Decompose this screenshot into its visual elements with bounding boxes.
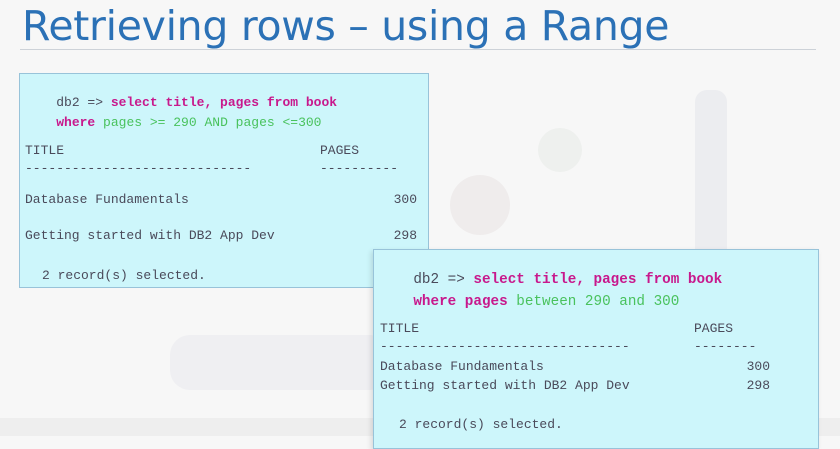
column-header-title: TITLE [380,321,420,336]
sql-where-condition: between 290 and 300 [516,294,680,311]
db2-terminal-between: db2 => select title, pages from book whe… [373,249,819,449]
result-row-title: Getting started with DB2 App Dev [380,378,630,393]
header-separator-title: ----------------------------- [25,161,252,176]
header-separator-pages: -------- [694,339,757,354]
result-row-title: Database Fundamentals [380,359,544,374]
sql-where-keyword: where [56,115,96,130]
command-line-1: db2 => select title, pages from book [25,83,337,122]
result-row-pages: 300 [746,359,770,374]
records-selected-footer: 2 record(s) selected. [399,417,563,432]
result-row-pages: 298 [746,378,770,393]
title-divider [20,49,816,50]
records-selected-footer: 2 record(s) selected. [42,268,206,283]
db2-terminal-range-operators: db2 => select title, pages from book whe… [19,73,429,288]
header-separator-title: -------------------------------- [380,339,630,354]
slide-title: Retrieving rows – using a Range [22,2,670,50]
column-header-pages: PAGES [694,321,734,336]
sql-select-clause: select title, pages from book [473,272,723,289]
result-row-title: Database Fundamentals [25,192,189,207]
command-line-2: where pages between 290 and 300 [379,281,679,324]
command-line-2: where pages >= 290 AND pages <=300 [25,103,321,142]
sql-select-clause: select title, pages from book [110,95,338,110]
result-row-pages: 298 [393,228,417,243]
header-separator-pages: ---------- [320,161,399,176]
db2-prompt: db2 => [413,272,465,289]
column-header-title: TITLE [25,143,65,158]
background-watermark [450,90,727,290]
result-row-title: Getting started with DB2 App Dev [25,228,275,243]
sql-where-condition: pages >= 290 AND pages <=300 [103,115,322,130]
sql-where-keyword: where pages [413,294,508,311]
db2-prompt: db2 => [56,95,104,110]
command-line-1: db2 => select title, pages from book [379,259,722,302]
column-header-pages: PAGES [320,143,360,158]
result-row-pages: 300 [393,192,417,207]
